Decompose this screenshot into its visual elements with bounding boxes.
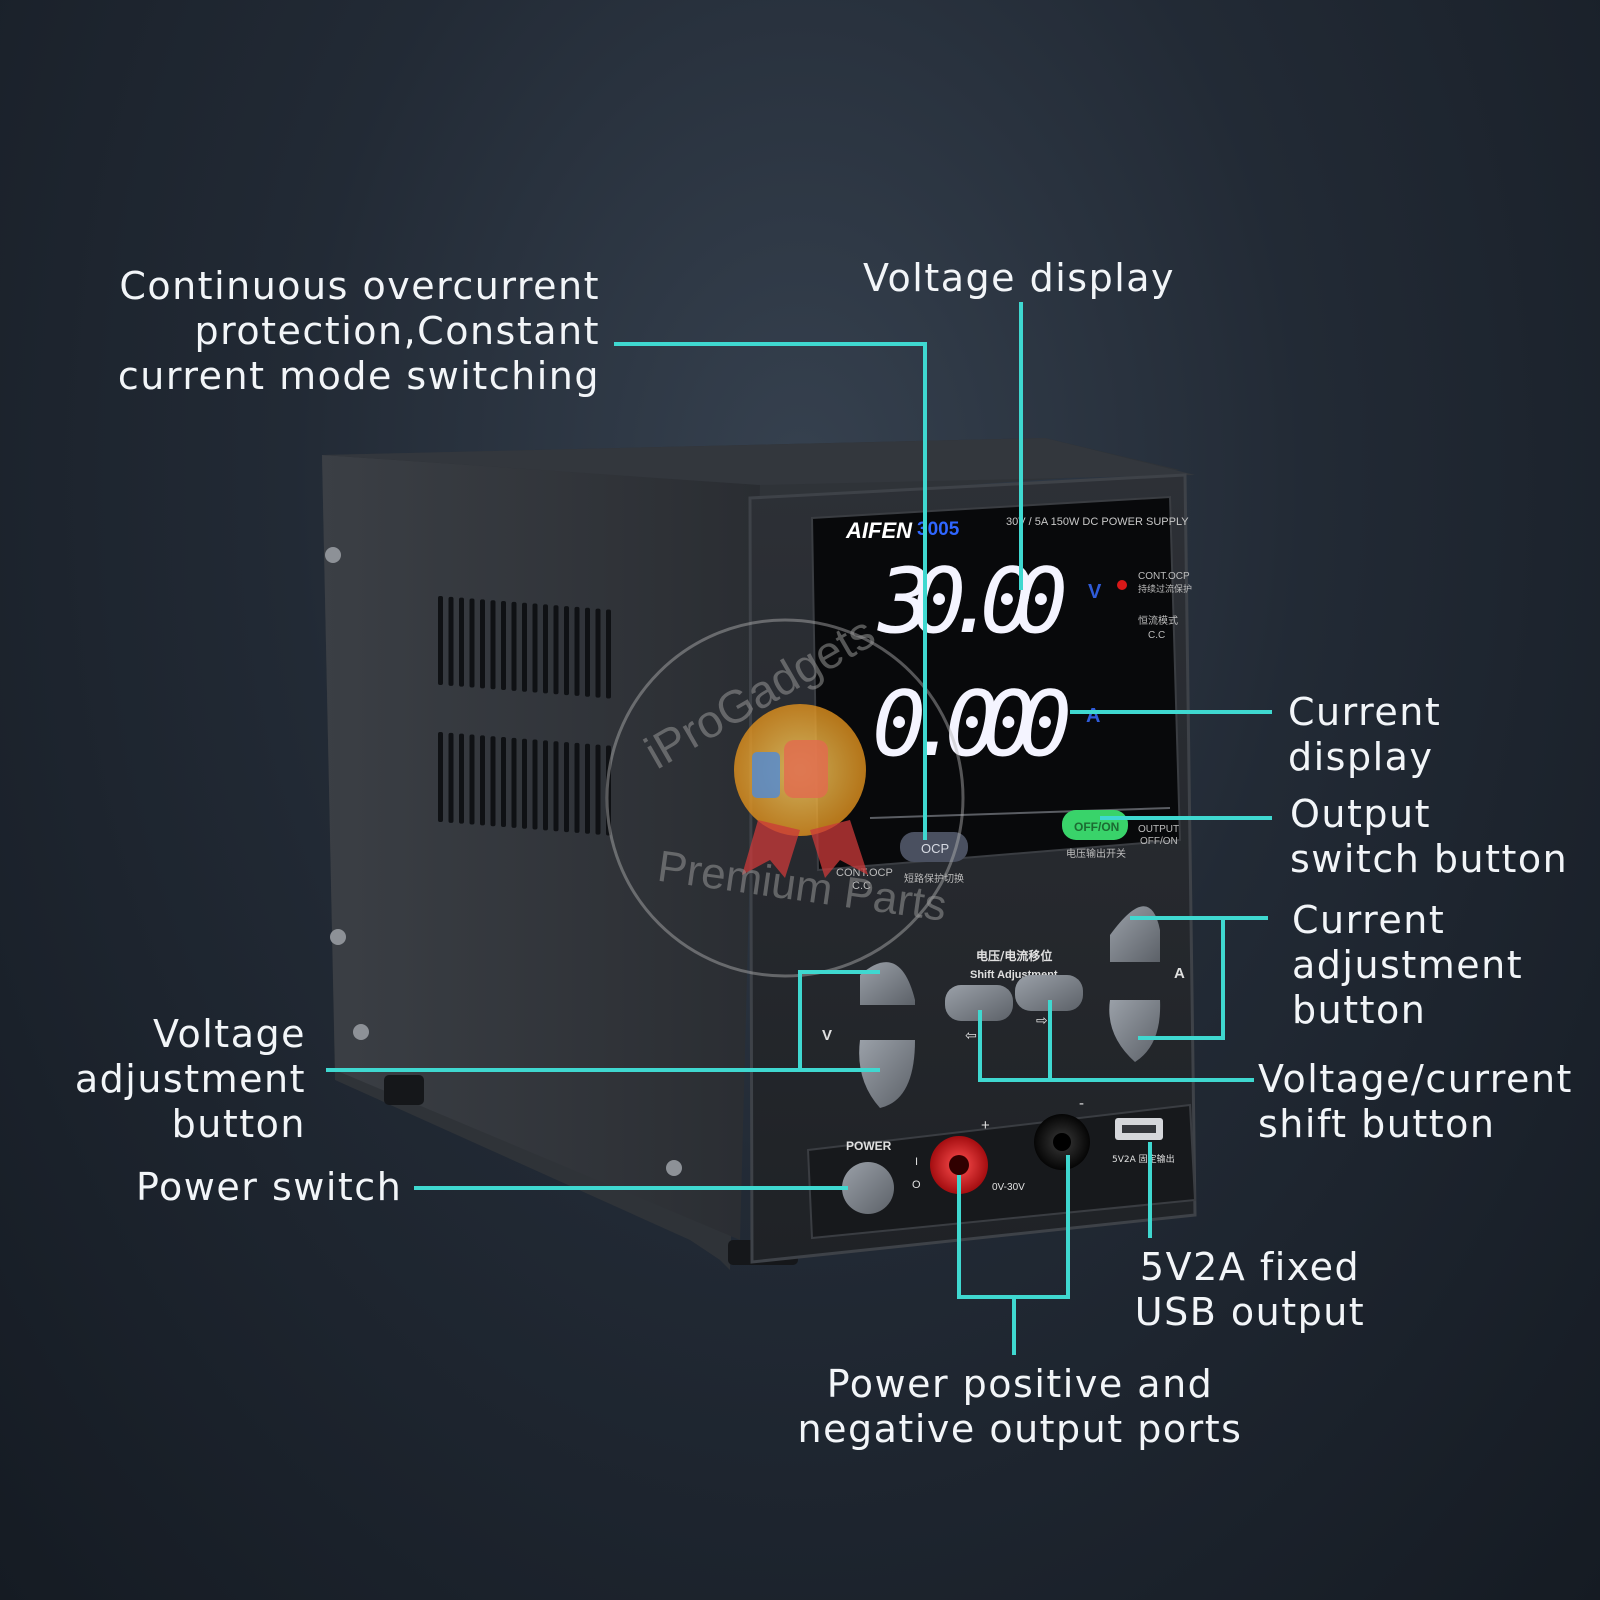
output-switch-label: OFF/ON [1074, 820, 1119, 834]
vent-slot [480, 735, 485, 826]
vent-slot [553, 605, 559, 695]
negative-mark: - [1079, 1095, 1084, 1112]
lower-vent-row [438, 732, 611, 836]
shift-left-icon: ⇦ [965, 1028, 977, 1044]
vent-slot [448, 732, 454, 823]
leader-ocp [614, 342, 927, 840]
vent-slot [438, 596, 443, 685]
power-switch[interactable] [842, 1162, 894, 1214]
vent-slot [469, 598, 475, 688]
power-on-mark: I [915, 1156, 918, 1168]
display-window: AIFEN 3005 30V / 5A 150W DC POWER SUPPLY… [810, 495, 1192, 892]
leader-lines [326, 302, 1272, 1355]
vent-slot [543, 740, 548, 831]
ocp-button-label: OCP [921, 841, 949, 856]
callout-voltage-display: Voltage display [863, 256, 1176, 300]
callout-current-adjust: Current adjustment button [1292, 898, 1524, 1032]
current-adjust-label: A [1174, 965, 1185, 982]
callout-shift-button: Voltage/current shift button [1258, 1057, 1573, 1146]
cc-mode-cn: 恒流模式 [1138, 614, 1178, 627]
shift-cn-label: 电压/电流移位 [976, 948, 1052, 963]
ocp-button[interactable] [900, 832, 968, 862]
spec-label: 30V / 5A 150W DC POWER SUPPLY [1006, 516, 1189, 528]
vent-slot [606, 609, 611, 699]
vent-slot [511, 601, 517, 691]
vent-slot [501, 601, 506, 691]
callout-voltage-adjust: Voltage adjustment button [74, 1012, 306, 1146]
callout-ocp-mode: Continuous overcurrent protection,Consta… [117, 264, 600, 398]
vent-slot [585, 607, 590, 697]
voltage-unit: V [1088, 581, 1102, 603]
model-number: 3005 [917, 519, 960, 540]
current-display: 0.000 [872, 672, 1072, 777]
vent-slot [490, 736, 496, 827]
vent-slot [564, 742, 569, 833]
callout-power-switch: Power switch [136, 1165, 403, 1209]
vent-slot [532, 603, 538, 693]
vent-slot [595, 608, 601, 698]
vent-slot [490, 600, 496, 690]
output-label-2: OFF/ON [1140, 836, 1178, 847]
voltage-down-button[interactable] [859, 1040, 915, 1108]
ocp-button-cn: 短路保护切换 [904, 872, 964, 885]
vent-slot [595, 744, 601, 835]
positive-mark: + [981, 1117, 990, 1134]
output-switch-cn: 电压输出开关 [1066, 847, 1126, 860]
shift-right-button[interactable] [1015, 975, 1083, 1011]
side-vents [438, 596, 611, 836]
vent-slot [469, 734, 475, 825]
vent-slot [459, 597, 464, 687]
vent-slot [448, 596, 454, 686]
vent-slot [522, 738, 527, 829]
shift-right-icon: ⇨ [1036, 1013, 1048, 1029]
vent-slot [511, 737, 517, 828]
cc-mode-label: C.C [1148, 630, 1165, 641]
usb-label: 5V2A 固定输出 [1112, 1153, 1175, 1165]
control-buttons: V A 电压/电流移位 Shift Adjustment ⇦ ⇨ [822, 906, 1185, 1108]
current-up-button[interactable] [1110, 906, 1160, 962]
vent-slot [438, 732, 443, 822]
voltage-adjust-label: V [822, 1027, 832, 1044]
current-down-button[interactable] [1109, 1000, 1161, 1062]
leader-current-adjust [1130, 916, 1225, 1040]
callout-output-ports: Power positive and negative output ports [797, 1362, 1243, 1451]
shift-left-button[interactable] [945, 985, 1013, 1021]
vent-slot [543, 604, 548, 694]
vent-slot [459, 733, 464, 824]
vent-slot [532, 739, 538, 830]
port-panel: POWER I O + 0V-30V - 5V2A 固定输出 [806, 1095, 1197, 1240]
output-label-1: OUTPUT [1138, 824, 1179, 835]
cont-ocp-label: CONT.OCP [1138, 571, 1190, 582]
vent-slot [564, 606, 569, 696]
vent-slot [522, 602, 527, 692]
voltage-range-label: 0V-30V [992, 1182, 1025, 1193]
cont-ocp-indicator [1117, 580, 1127, 590]
vent-slot [585, 743, 590, 834]
vent-slot [501, 737, 506, 828]
voltage-display: 30.00 [877, 549, 1068, 654]
screws [325, 547, 682, 1176]
upper-vent-row [438, 596, 611, 699]
vent-slot [606, 745, 611, 836]
cont-ocp-cc-label-2: C.C [852, 880, 871, 892]
vent-slot [574, 606, 580, 696]
leader-shift [978, 1010, 1254, 1082]
callout-usb-output: 5V2A fixed USB output [1134, 1245, 1366, 1334]
callout-current-display: Current display [1288, 690, 1442, 779]
vent-slot [480, 599, 485, 689]
cont-ocp-cn: 持续过流保护 [1138, 583, 1192, 595]
callout-output-switch: Output switch button [1290, 792, 1569, 881]
power-off-mark: O [912, 1179, 921, 1191]
brand-logo: AIFEN [845, 518, 913, 543]
vent-slot [574, 742, 580, 833]
vent-slot [553, 741, 559, 832]
current-unit: A [1086, 705, 1100, 727]
power-label: POWER [846, 1139, 892, 1153]
